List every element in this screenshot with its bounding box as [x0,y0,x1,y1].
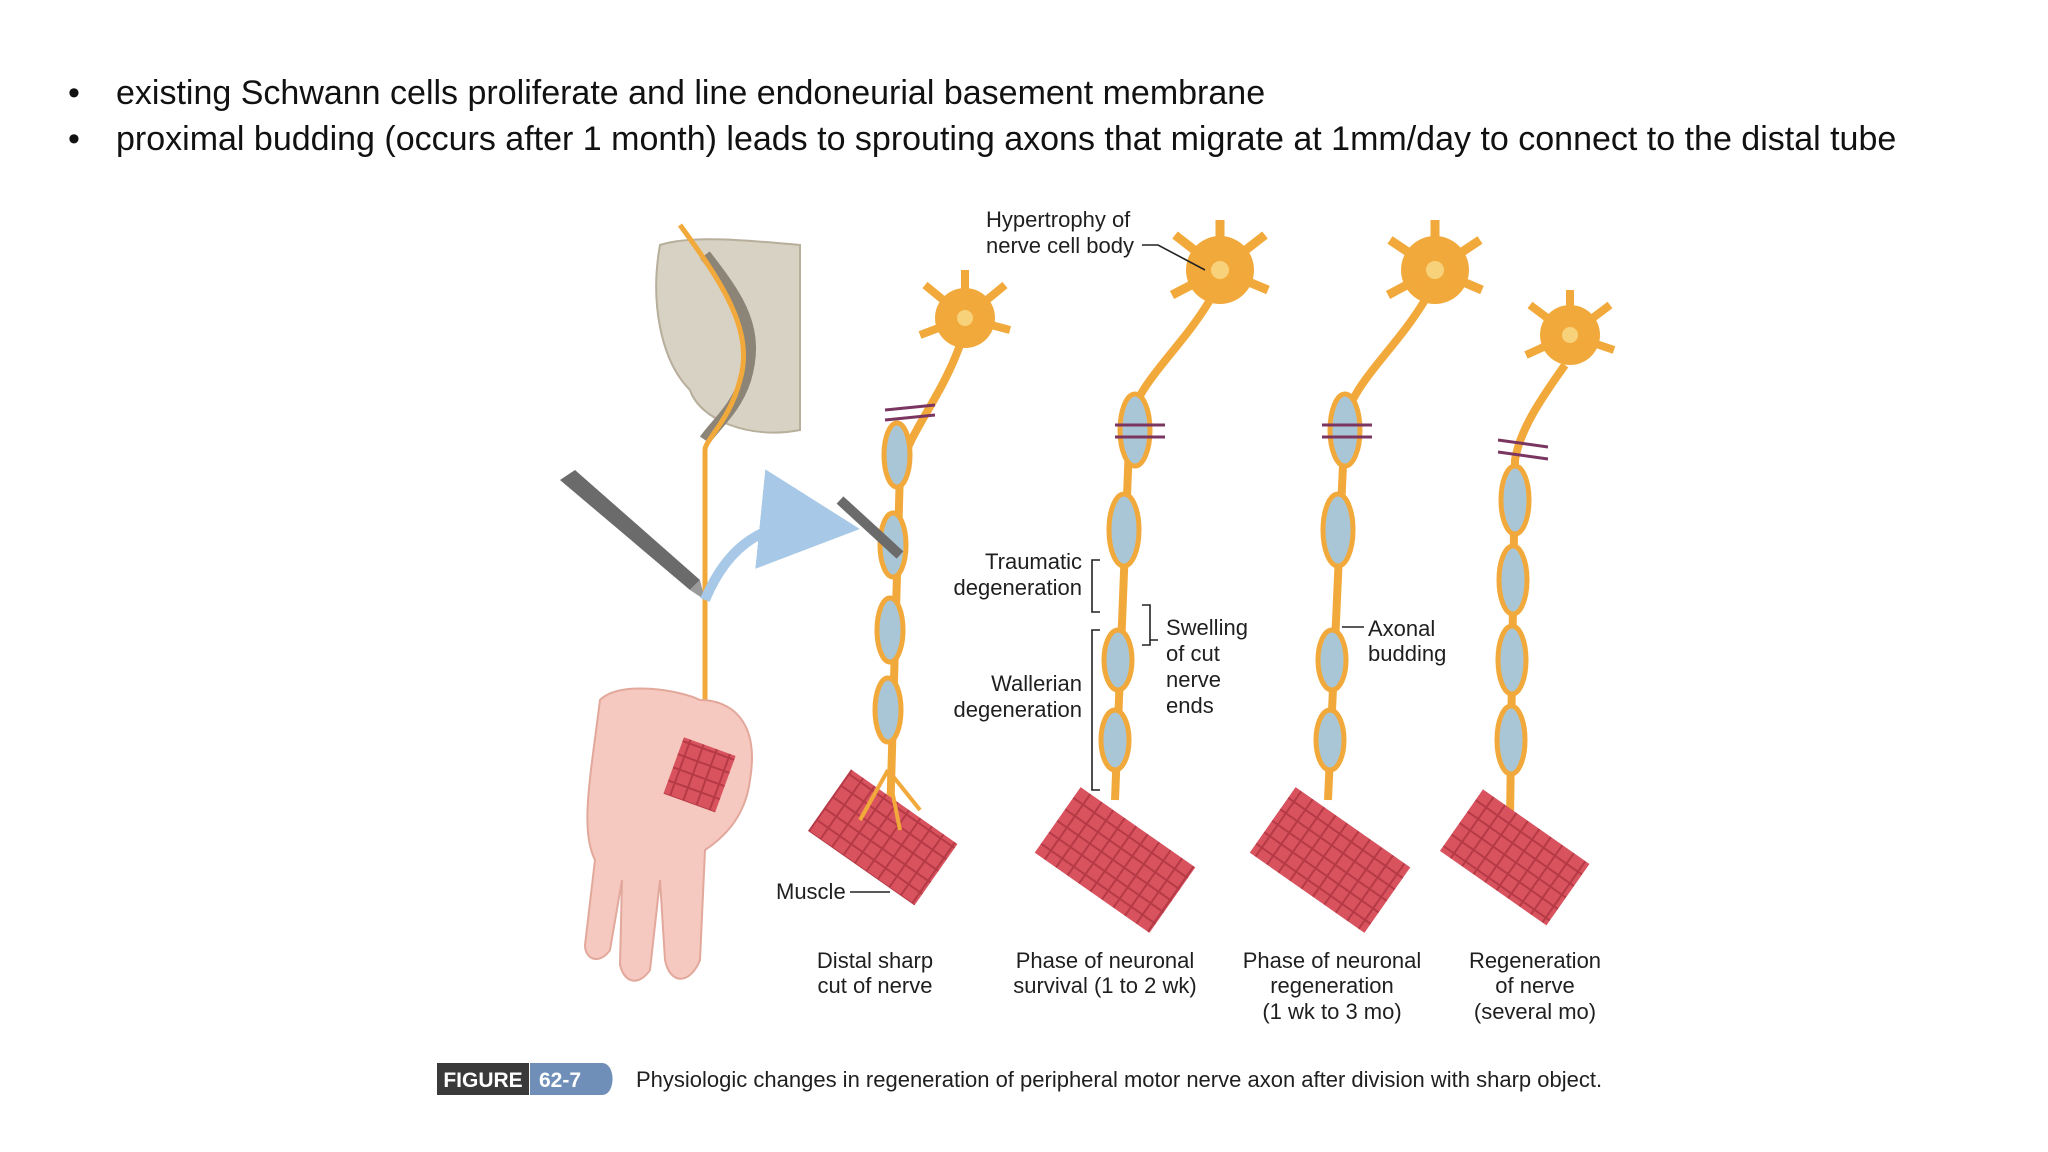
label-traumatic-line2: degeneration [954,575,1082,600]
label-swelling-line2: of cut [1166,641,1220,666]
stage-4-caption-line2: of nerve [1495,973,1575,998]
bullet-symbol: • [68,74,80,112]
label-swelling-line1: Swelling [1166,615,1248,640]
label-traumatic-line1: Traumatic [985,549,1082,574]
bullet-symbol: • [68,120,80,158]
scalpel-left [560,470,700,590]
label-wallerian-line2: degeneration [954,697,1082,722]
bracket-wallerian [1091,629,1100,791]
stage-4-caption-line1: Regeneration [1469,948,1601,973]
transfer-arrow [700,469,860,602]
scalpel-left-blade [690,580,705,600]
hand [583,687,753,982]
label-wallerian-line1: Wallerian [991,671,1082,696]
stage-2-caption-line1: Phase of neuronal [1016,948,1195,973]
stage-3-neuron [1249,220,1484,933]
label-axonal-line2: budding [1368,641,1446,666]
bracket-swelling [1142,604,1158,646]
figure-number: 62-7 [539,1069,581,1092]
figure-caption: FIGURE 62-7 Physiologic changes in regen… [437,1063,1602,1095]
figure-tag: FIGURE [443,1069,522,1092]
stage-3-caption-line3: (1 wk to 3 mo) [1262,999,1401,1024]
stage-2-caption-line2: survival (1 to 2 wk) [1013,973,1196,998]
label-swelling-line3: nerve [1166,667,1221,692]
left-illustration [560,223,860,982]
stage-4-caption-line3: (several mo) [1474,999,1596,1024]
bullet-list: • existing Schwann cells proliferate and… [68,70,1968,162]
bullet-item: • proximal budding (occurs after 1 month… [68,116,1968,162]
nerve-fiber-main [677,223,746,830]
stage-2-neuron [1034,220,1270,933]
leader-hypertrophy [1142,244,1206,271]
label-axonal-line1: Axonal [1368,616,1435,641]
annotations: Hypertrophy of nerve cell body Traumatic… [776,207,1446,904]
label-hypertrophy-line1: Hypertrophy of [986,207,1131,232]
bullet-text: existing Schwann cells proliferate and l… [116,74,1266,112]
bracket-traumatic [1091,559,1100,613]
label-hypertrophy-line2: nerve cell body [986,233,1134,258]
stage-1-neuron [807,270,1012,906]
stage-captions: Distal sharp cut of nerve Phase of neuro… [817,948,1601,1024]
bullet-text: proximal budding (occurs after 1 month) … [116,120,1897,158]
hand-muscle-patch [663,737,736,813]
stage-4-neuron [1439,290,1616,926]
bullet-item: • existing Schwann cells proliferate and… [68,70,1968,116]
stage-3-caption-line1: Phase of neuronal [1243,948,1422,973]
figure-number-box [530,1063,613,1095]
label-muscle: Muscle [776,879,846,904]
stage-1-caption-line2: cut of nerve [818,973,933,998]
spinal-cord [655,238,801,434]
figure-tag-box [437,1063,529,1095]
stage-1-caption-line1: Distal sharp [817,948,933,973]
label-swelling-line4: ends [1166,693,1214,718]
figure-caption-text: Physiologic changes in regeneration of p… [636,1067,1602,1092]
stage-3-caption-line2: regeneration [1270,973,1394,998]
